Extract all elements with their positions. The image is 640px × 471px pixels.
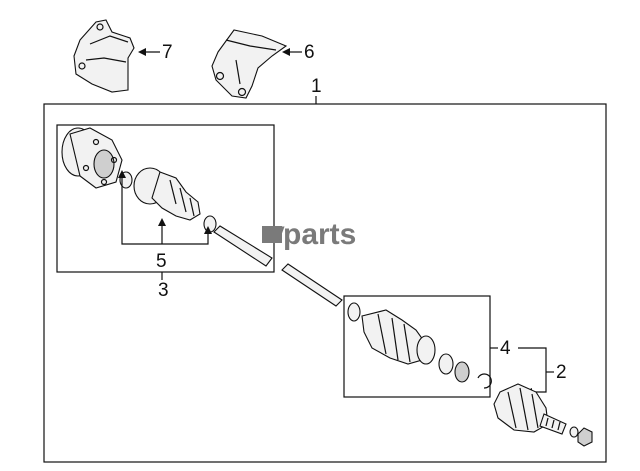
inner-flange <box>61 127 123 189</box>
assembly-frame <box>43 103 607 463</box>
spacer-ring <box>438 353 454 375</box>
arrow-7 <box>138 48 146 56</box>
axle-shaft <box>213 225 343 307</box>
circlip <box>477 373 492 389</box>
inner-joint-boot <box>133 167 201 221</box>
callout-2: 2 <box>556 362 567 383</box>
heat-shield-6 <box>211 29 288 99</box>
svg-text:v: v <box>268 216 285 249</box>
inner-joint-box <box>56 124 275 273</box>
bracket-5 <box>121 174 209 245</box>
outer-joint-box <box>343 295 491 398</box>
watermark: v parts <box>262 216 356 251</box>
outer-joint-boot <box>361 309 427 365</box>
callout-7: 7 <box>162 42 173 63</box>
svg-text:parts: parts <box>283 218 356 251</box>
bracket-2 <box>518 347 547 393</box>
callout-3: 3 <box>158 280 169 301</box>
heat-shield-7 <box>73 19 135 93</box>
outer-cv-joint <box>493 383 593 447</box>
outer-large-clamp <box>416 335 436 365</box>
arrow-6 <box>282 48 290 56</box>
callout-1: 1 <box>311 76 322 97</box>
outer-clamp <box>347 302 361 322</box>
callout-6: 6 <box>304 42 315 63</box>
boot-clamp <box>203 215 217 233</box>
callout-4: 4 <box>500 338 511 359</box>
callout-5: 5 <box>156 251 167 272</box>
dish-washer <box>454 361 470 383</box>
